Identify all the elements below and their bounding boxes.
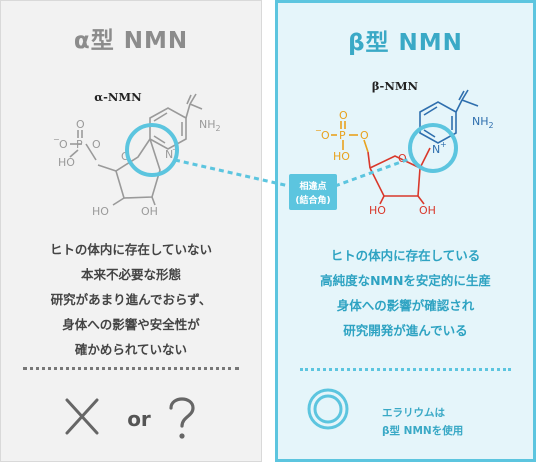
alpha-ring-oxygen: O [121,150,130,163]
alpha-highlight-circle [125,123,179,177]
beta-charge: + [440,140,447,149]
difference-callout [289,174,337,210]
beta-divider [300,368,511,371]
beta-title: β型 NMN [348,30,463,56]
alpha-nh2: NH2 [199,118,221,133]
beta-desc-line: 身体への影響が確認され [336,298,475,313]
alpha-desc-line: 身体への影響や安全性が [62,317,200,332]
question-mark-icon [169,397,195,439]
alpha-ester-oxygen: O [92,138,101,151]
legend-line: β型 NMNを使用 [382,425,464,437]
alpha-phosphorus: P [76,138,83,151]
alpha-molecule-label: α-NMN [94,90,142,104]
beta-sugar-ring [367,147,431,205]
beta-ester-oxygen: O [360,129,369,142]
alpha-desc-line: 確かめられていない [74,342,188,357]
alpha-desc-line: ヒトの体内に存在していない [49,242,213,257]
legend: エラリウムは β型 NMNを使用 [382,404,463,440]
alpha-divider [23,367,239,370]
alpha-atoms: NH2 N + O O P O − O HO HO OH [53,118,221,218]
alpha-desc-line: 本来不必要な形態 [80,267,181,282]
callout-text: 相違点 (結合角) [295,180,330,206]
difference-connector [174,156,413,188]
alpha-title: α型 NMN [73,28,189,54]
beta-minus: − [315,126,322,135]
beta-molecule: β-NMN NH2 N + [315,79,494,217]
alpha-oh: OH [141,205,158,218]
circle-icon [307,388,349,430]
alpha-nitrogen: N [165,148,173,161]
beta-phosphate [331,121,369,153]
alpha-description: ヒトの体内に存在していない 本来不必要な形態 研究があまり進んでおらず、 身体へ… [1,237,261,362]
legend-line: エラリウムは [382,407,445,419]
alpha-nmn-panel: α型 NMN ヒトの体内に存在していない 本来不必要な形態 研究があまり進んでお… [0,0,262,462]
callout-line: 相違点 [299,180,326,192]
beta-phosphorus: P [339,129,346,142]
beta-desc-line: 高純度なNMNを安定的に生産 [320,273,491,288]
beta-ho: HO [369,204,386,217]
beta-nitrogen: N [432,143,440,156]
beta-desc-line: ヒトの体内に存在している [330,248,481,263]
beta-pyridine-ring [419,89,479,144]
alpha-pyridine-ring [69,93,203,206]
beta-oh: OH [419,204,436,217]
beta-nmn-panel: β型 NMN ヒトの体内に存在している 高純度なNMNを安定的に生産 身体への影… [275,0,536,462]
alpha-phosphate-o-minus: O [59,138,68,151]
alpha-minus: − [53,135,60,144]
cross-icon [65,398,99,435]
beta-nh2: NH2 [472,115,494,130]
or-text: or [127,407,151,431]
alpha-ho: HO [92,205,109,218]
beta-phosphate-ho: HO [333,150,350,163]
alpha-desc-line: 研究があまり進んでおらず、 [50,292,212,307]
beta-ring-oxygen: O [398,152,407,165]
alpha-phosphate-oxygen: O [76,118,85,131]
beta-molecule-label: β-NMN [372,79,419,93]
beta-description: ヒトの体内に存在している 高純度なNMNを安定的に生産 身体への影響が確認され … [278,243,533,343]
alpha-phosphate-ho: HO [58,156,75,169]
beta-desc-line: 研究開発が進んでいる [343,323,468,338]
beta-phosphate-oxygen: O [339,109,348,122]
beta-atoms: NH2 N + O O P O − O HO HO OH [315,109,494,217]
beta-highlight-circle [408,123,458,173]
beta-phosphate-o-minus: O [321,129,330,142]
callout-line: (結合角) [295,194,330,206]
alpha-molecule: α-NMN NH2 N + O O [53,90,221,218]
